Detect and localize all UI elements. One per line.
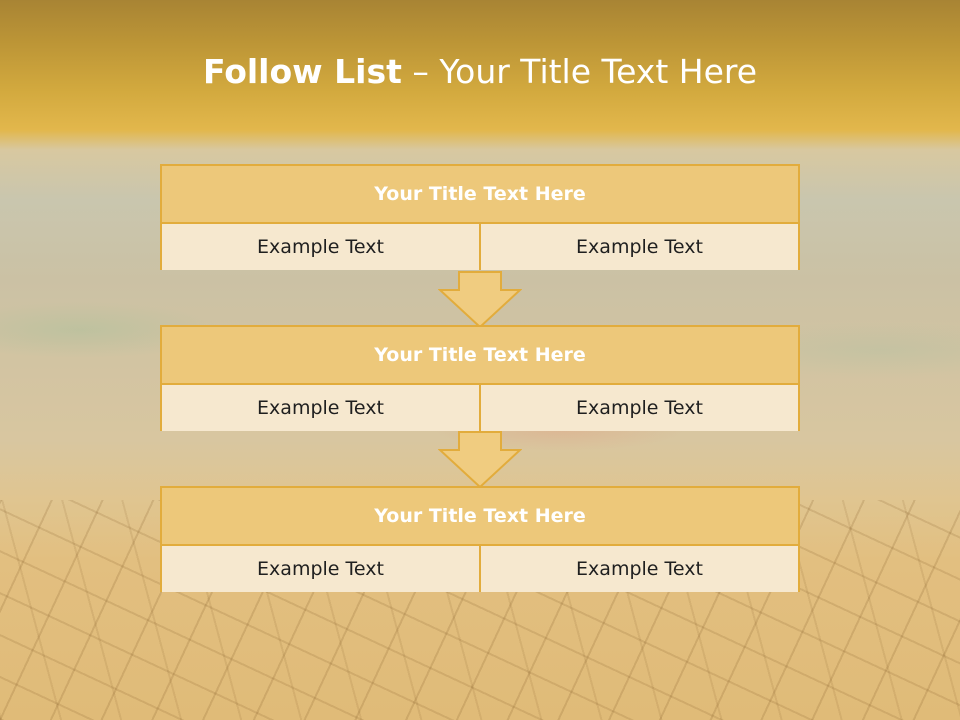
block-row: Example Text Example Text [162, 546, 798, 592]
block-cell-left: Example Text [257, 236, 384, 258]
block-cell-right: Example Text [479, 546, 798, 592]
block-row: Example Text Example Text [162, 224, 798, 270]
block-row: Example Text Example Text [162, 385, 798, 431]
block-title: Your Title Text Here [162, 166, 798, 224]
block-title: Your Title Text Here [162, 488, 798, 546]
block-title: Your Title Text Here [162, 327, 798, 385]
block-cell-right: Example Text [479, 224, 798, 270]
follow-block-3: Your Title Text Here Example Text Exampl… [160, 486, 800, 592]
block-cell-left: Example Text [257, 558, 384, 580]
block-cell-left: Example Text [257, 397, 384, 419]
slide-title: Follow List – Your Title Text Here [0, 52, 960, 91]
follow-block-2: Your Title Text Here Example Text Exampl… [160, 325, 800, 431]
down-arrow-icon [438, 271, 522, 329]
slide-title-rest: – Your Title Text Here [401, 52, 758, 91]
block-cell-right: Example Text [479, 385, 798, 431]
follow-block-1: Your Title Text Here Example Text Exampl… [160, 164, 800, 270]
slide-title-bold: Follow List [202, 52, 402, 91]
down-arrow-icon [438, 431, 522, 489]
